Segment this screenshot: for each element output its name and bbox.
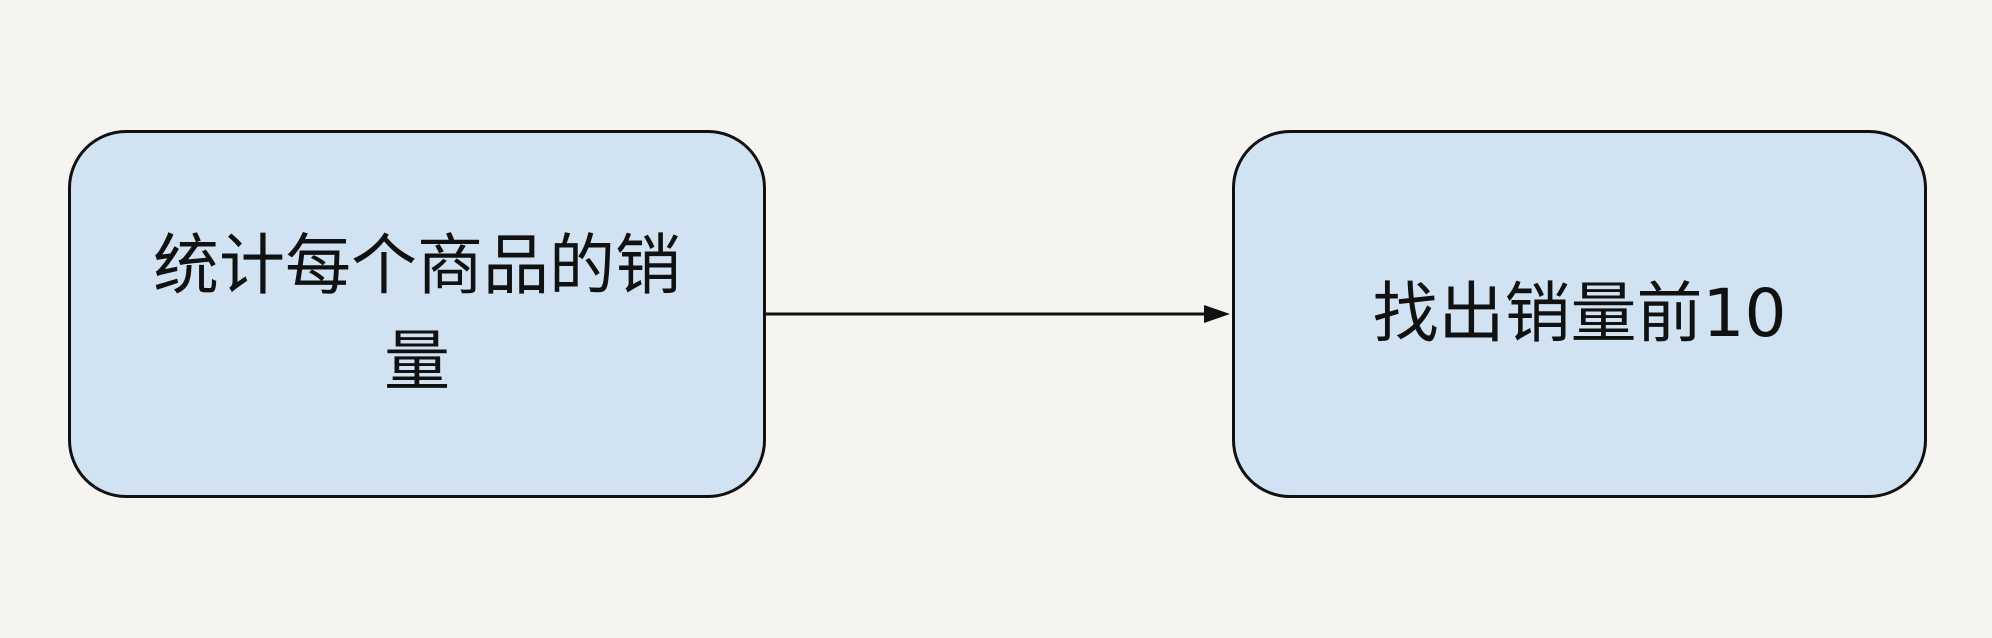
- node-find-top10-label: 找出销量前10: [1372, 275, 1787, 352]
- arrowhead-icon: [1204, 305, 1230, 323]
- node-count-sales-label: 统计每个商品的销量: [153, 227, 681, 400]
- node-find-top10: 找出销量前10: [1232, 130, 1927, 498]
- node-count-sales: 统计每个商品的销量: [68, 130, 766, 498]
